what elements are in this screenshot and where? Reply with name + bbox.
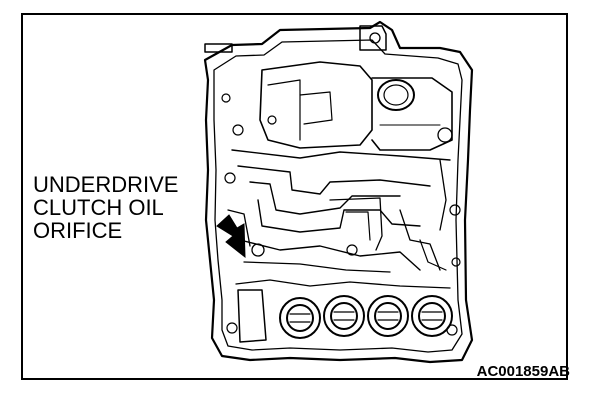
callout-line-2: CLUTCH OIL [33,195,164,220]
valve-body-outline [203,20,474,364]
callout-line-1: UNDERDRIVE [33,172,179,197]
callout-line-3: ORIFICE [33,218,123,243]
callout-label: UNDERDRIVE CLUTCH OIL ORIFICE [33,173,223,242]
figure-id: AC001859AB [476,363,570,380]
figure-frame [21,13,568,380]
arrow-icon [216,214,246,259]
